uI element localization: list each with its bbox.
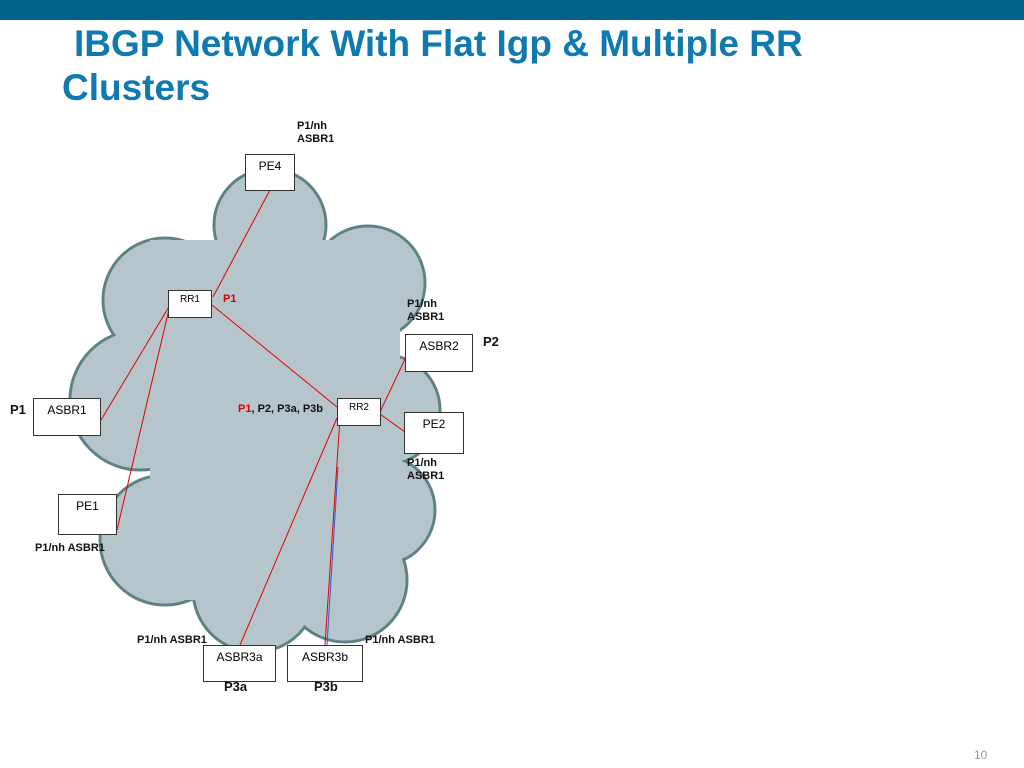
node-asbr3a: ASBR3a: [203, 645, 276, 682]
rr2-paths-label: P1, P2, P3a, P3b: [238, 403, 323, 416]
node-asbr2-label: ASBR2: [419, 339, 459, 353]
asbr3b-nexthop-label: P1/nh ASBR1: [365, 634, 435, 646]
link-rr1-pe1: [116, 304, 171, 531]
slide-title-line-1: IBGP Network With Flat Igp & Multiple RR: [74, 23, 803, 64]
node-pe4: PE4: [245, 154, 295, 191]
asbr2-nexthop-line-1: P1/nh: [407, 298, 437, 310]
link-rr2-asbr2: [379, 356, 407, 413]
pe4-nexthop-label: P1/nh ASBR1: [297, 120, 334, 146]
asbr2-nexthop-label: P1/nh ASBR1: [407, 298, 444, 324]
node-pe1: PE1: [58, 494, 117, 535]
top-bar: [0, 0, 1024, 20]
asbr3a-nexthop-label: P1/nh ASBR1: [137, 634, 207, 646]
node-asbr2: ASBR2: [405, 334, 473, 372]
link-rr1-asbr1: [100, 304, 171, 421]
node-asbr3b-label: ASBR3b: [301, 650, 349, 664]
link-rr1-rr2: [211, 304, 338, 408]
rr1-path-label: P1: [223, 293, 237, 305]
pe4-nexthop-line-1: P1/nh: [297, 120, 327, 132]
link-rr2-pe2: [379, 413, 406, 433]
node-pe1-label: PE1: [76, 499, 99, 513]
node-pe2: PE2: [404, 412, 464, 454]
asbr3a-prefix-label: P3a: [224, 679, 248, 694]
link-blue-segment: [326, 466, 339, 646]
rr2-paths-others: , P2, P3a, P3b: [251, 403, 324, 415]
pe1-nexthop-label: P1/nh ASBR1: [35, 542, 105, 554]
link-rr2-asbr3a: [239, 417, 338, 646]
slide-title: IBGP Network With Flat Igp & Multiple RR…: [62, 22, 962, 110]
node-pe4-label: PE4: [258, 159, 282, 173]
asbr1-prefix-label: P1: [10, 402, 26, 417]
asbr2-prefix-label: P2: [483, 334, 499, 349]
links: [100, 189, 407, 646]
node-asbr3b: ASBR3b: [287, 645, 363, 682]
pe4-nexthop-line-2: ASBR1: [297, 133, 335, 145]
page-number: 10: [974, 748, 988, 762]
pe2-nexthop-label: P1/nh ASBR1: [407, 457, 444, 483]
node-pe2-label: PE2: [422, 417, 446, 431]
node-rr2-label: RR2: [348, 402, 369, 413]
node-rr1: RR1: [168, 290, 212, 318]
node-rr2: RR2: [337, 398, 381, 426]
asbr3b-prefix-label: P3b: [314, 679, 338, 694]
slide-title-line-2: Clusters: [62, 67, 211, 108]
pe2-nexthop-line-2: ASBR1: [407, 470, 445, 482]
node-rr1-label: RR1: [179, 294, 200, 305]
node-asbr1-label: ASBR1: [47, 403, 87, 417]
asbr2-nexthop-line-2: ASBR1: [407, 311, 445, 323]
node-asbr3a-label: ASBR3a: [216, 650, 263, 664]
node-asbr1: ASBR1: [33, 398, 101, 436]
link-rr1-pe4: [212, 189, 271, 298]
pe2-nexthop-line-1: P1/nh: [407, 457, 437, 469]
link-rr2-asbr3b: [324, 417, 341, 646]
rr2-paths-best: P1: [238, 403, 252, 415]
